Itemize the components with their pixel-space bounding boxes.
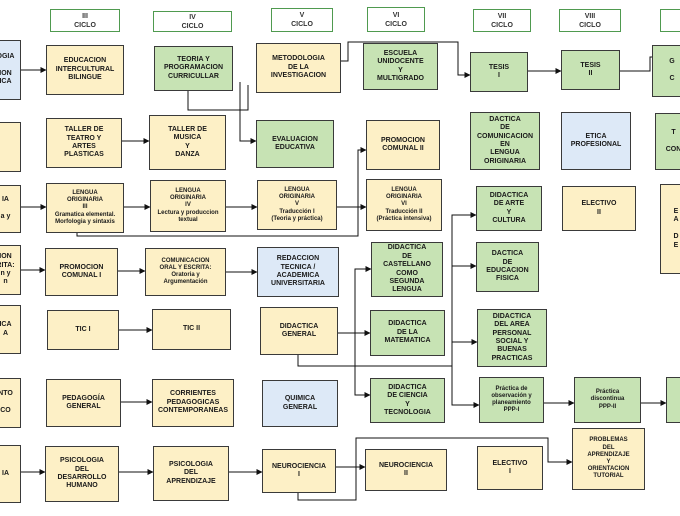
course-box: CORRIENTES PEDAGOGICAS CONTEMPORANEAS: [152, 379, 234, 427]
cycle-header-ix: [660, 9, 680, 32]
course-box: EDUCACION INTERCULTURAL BILINGUE: [46, 45, 124, 95]
course-box: TESIS I: [470, 52, 528, 92]
course-box: NEUROCIENCIA I: [262, 449, 336, 493]
course-box: G C: [652, 45, 680, 97]
course-box: PSICOLOGIA DEL DESARROLLO HUMANO: [45, 446, 119, 502]
course-box: LENGUA ORIGINARIA IV Lectura y produccio…: [150, 180, 226, 232]
course-box: ICA A: [0, 305, 21, 354]
course-box: E A D E: [660, 184, 680, 274]
course-box: DIDACTICA DE ARTE Y CULTURA: [476, 186, 542, 231]
arrow: [76, 147, 367, 237]
arrow: [239, 82, 257, 144]
course-box: ELECTIVO II: [562, 186, 636, 231]
cycle-header-vii: VII CICLO: [473, 9, 531, 32]
course-box: [0, 122, 21, 172]
arrow: [341, 41, 471, 78]
course-box: TALLER DE MUSICA Y DANZA: [149, 115, 226, 170]
course-box: COMUNICACION ORAL Y ESCRITA: Oratoria y …: [145, 248, 226, 296]
course-box: [666, 377, 680, 423]
course-box: NEUROCIENCIA II: [365, 449, 447, 491]
course-box: TALLER DE TEATRO Y ARTES PLASTICAS: [46, 118, 122, 168]
cycle-header-viii: VIII CICLO: [559, 9, 621, 32]
course-box: T CON: [655, 113, 680, 170]
course-box: TEORIA Y PROGRAMACION CURRICULLAR: [154, 46, 233, 91]
cycle-header-vi: VI CICLO: [367, 7, 425, 32]
cycle-header-iii: III CICLO: [50, 9, 120, 32]
cycle-header-iv: IV CICLO: [153, 11, 232, 32]
course-box: OGIA ION ICA: [0, 40, 21, 100]
course-box: ION RITA: n y n: [0, 245, 21, 295]
course-box: TIC I: [47, 310, 119, 350]
course-box: PROMOCION COMUNAL II: [366, 120, 440, 170]
arrow: [297, 437, 573, 501]
course-box: LENGUA ORIGINARIA VI Traducción II (Prác…: [366, 179, 442, 231]
course-box: REDACCION TECNICA / ACADEMICA UNIVERSITA…: [257, 247, 339, 297]
course-box: METODOLOGIA DE LA INVESTIGACION: [256, 43, 341, 93]
course-box: PROBLEMAS DEL APRENDIZAJE Y ORIENTACION …: [572, 428, 645, 490]
course-box: DIDACTICA DEL AREA PERSONAL SOCIAL Y BUE…: [477, 309, 547, 367]
course-box: PROMOCION COMUNAL I: [45, 248, 118, 296]
course-box: DACTICA DE EDUCACION FISICA: [476, 242, 539, 292]
course-box: LENGUA ORIGINARIA V Traducción I (Teoria…: [257, 180, 337, 230]
course-box: ELECTIVO I: [477, 446, 543, 490]
arrow: [338, 266, 372, 334]
course-box: Práctica discontinua PPP-II: [574, 377, 641, 423]
course-box: LENGUA ORIGINARIA III Gramatica elementa…: [46, 183, 124, 233]
course-box: PEDAGOGÍA GENERAL: [46, 379, 121, 427]
course-box: PSICOLOGIA DEL APRENDIZAJE: [153, 446, 229, 501]
course-box: QUIMICA GENERAL: [262, 380, 338, 427]
course-box: EVALUACION EDUCATIVA: [256, 120, 334, 168]
course-box: ESCUELA UNIDOCENTE Y MULTIGRADO: [363, 43, 438, 90]
course-box: DACTICA DE COMUNICACION EN LENGUA ORIGIN…: [470, 112, 540, 170]
course-box: TESIS II: [561, 50, 620, 90]
course-box: DIDACTICA DE CIENCIA Y TECNOLOGIA: [370, 378, 445, 423]
arrow: [354, 333, 371, 398]
cycle-header-v: V CICLO: [271, 8, 333, 32]
course-box: IA a y: [0, 185, 21, 233]
course-box: TIC II: [152, 309, 231, 350]
arrow: [451, 366, 480, 408]
course-box: IA: [0, 445, 21, 503]
course-box: DIDACTICA DE LA MATEMATICA: [370, 310, 445, 356]
course-box: Práctica de observación y planeamiento P…: [479, 377, 544, 423]
course-box: DIDACTICA DE CASTELLANO COMO SEGUNDA LEN…: [371, 242, 443, 297]
course-box: DIDACTICA GENERAL: [260, 307, 338, 355]
course-box: ETICA PROFESIONAL: [561, 112, 631, 170]
course-box: NTO CO: [0, 378, 21, 428]
arrow: [187, 80, 249, 111]
